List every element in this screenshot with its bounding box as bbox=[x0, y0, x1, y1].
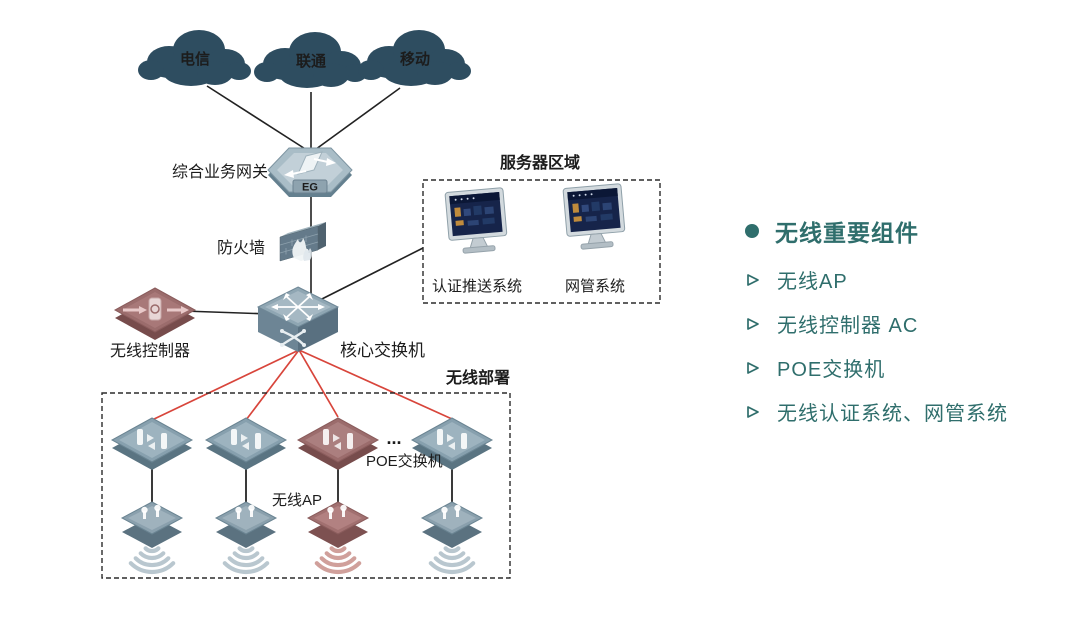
core-switch-device bbox=[256, 286, 340, 352]
link-core-poe1 bbox=[151, 349, 300, 421]
arrow-bullet-icon bbox=[747, 273, 759, 286]
wireless-area-box bbox=[101, 392, 511, 579]
monitor-auth-system bbox=[444, 187, 509, 255]
poe-switch-2 bbox=[205, 417, 287, 471]
gateway-badge bbox=[292, 179, 328, 194]
wireless-controller-device bbox=[113, 287, 197, 340]
ap-icon bbox=[216, 502, 276, 572]
cloud-mobile-label: 移动 bbox=[400, 50, 430, 68]
ap-icon bbox=[422, 502, 482, 572]
panel-item-systems: 无线认证系统、网管系统 bbox=[745, 398, 1075, 425]
monitor-icon bbox=[444, 187, 509, 255]
panel-item-label: 无线认证系统、网管系统 bbox=[777, 403, 1008, 425]
core-switch-label: 核心交换机 bbox=[340, 341, 425, 360]
cloud-unicom: 联通 bbox=[254, 32, 367, 88]
arrow-bullet-icon bbox=[747, 317, 759, 330]
red-uplinks bbox=[151, 349, 453, 421]
server-area-title: 服务器区域 bbox=[500, 153, 580, 172]
ap-3 bbox=[308, 502, 368, 572]
arrow-bullet-icon bbox=[747, 361, 759, 374]
cloud-telecom-label: 电信 bbox=[180, 50, 210, 68]
wireless-ap-label: 无线AP bbox=[272, 492, 322, 509]
ap-1 bbox=[122, 502, 182, 572]
panel-title-row: 无线重要组件 bbox=[745, 214, 1075, 248]
poe-switch-icon bbox=[111, 417, 193, 471]
panel-item-label: 无线AP bbox=[777, 271, 848, 293]
link-core-poe3 bbox=[298, 349, 339, 418]
cloud-unicom-label: 联通 bbox=[296, 53, 326, 70]
wireless-controller-label: 无线控制器 bbox=[110, 342, 190, 360]
gateway-badge-label: EG bbox=[302, 182, 318, 194]
link-core-poe2 bbox=[245, 349, 300, 421]
ellipsis-label: ... bbox=[386, 428, 401, 448]
cloud-telecom: 电信 bbox=[138, 30, 251, 86]
panel-item-ap: 无线AP bbox=[745, 266, 1075, 293]
panel-item-poe: POE交换机 bbox=[745, 354, 1075, 381]
monitor-icon bbox=[562, 183, 627, 251]
ap-2 bbox=[216, 502, 276, 572]
wireless-controller-icon bbox=[113, 287, 197, 340]
ap-icon bbox=[308, 502, 368, 572]
bullet-icon bbox=[745, 224, 759, 238]
arrow-bullet-icon bbox=[747, 405, 759, 418]
link-mobile-gateway bbox=[311, 87, 401, 153]
gateway-icon bbox=[267, 147, 353, 197]
poe-switch-icon bbox=[205, 417, 287, 471]
link-core-serverarea bbox=[307, 247, 424, 307]
ap-icon bbox=[122, 502, 182, 572]
monitor-nms bbox=[562, 183, 627, 251]
link-telecom-gateway bbox=[206, 85, 311, 153]
server-area-box bbox=[422, 179, 661, 304]
nms-label: 网管系统 bbox=[565, 278, 625, 295]
ap-4 bbox=[422, 502, 482, 572]
key-points-panel: 无线重要组件 无线AP 无线控制器 AC POE交换机 无线认证系统、网管系统 bbox=[745, 214, 1075, 442]
core-switch-icon bbox=[256, 286, 340, 352]
panel-item-label: POE交换机 bbox=[777, 359, 886, 381]
panel-item-label: 无线控制器 AC bbox=[777, 315, 919, 337]
auth-system-label: 认证推送系统 bbox=[432, 278, 522, 295]
cloud-mobile: 移动 bbox=[358, 30, 471, 86]
gateway-label: 综合业务网关 bbox=[172, 163, 268, 181]
poe-switch-1 bbox=[111, 417, 193, 471]
panel-item-ac: 无线控制器 AC bbox=[745, 310, 1075, 337]
firewall-label: 防火墙 bbox=[217, 239, 265, 257]
poe-switch-label: POE交换机 bbox=[366, 452, 443, 470]
gateway-device: EG bbox=[267, 147, 353, 197]
link-lines bbox=[154, 85, 424, 316]
panel-title: 无线重要组件 bbox=[775, 220, 919, 246]
wireless-area-title: 无线部署 bbox=[445, 368, 510, 387]
firewall-icon bbox=[279, 222, 326, 262]
firewall-device bbox=[279, 222, 326, 262]
link-core-poe4 bbox=[298, 349, 453, 420]
